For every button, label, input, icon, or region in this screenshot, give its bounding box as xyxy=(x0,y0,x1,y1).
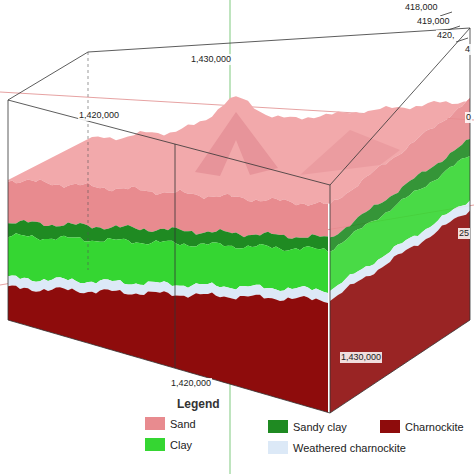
axis-tick: 418,000 xyxy=(404,2,439,13)
legend-item: Weathered charnockite xyxy=(268,441,406,454)
frame-edge xyxy=(8,100,330,185)
legend-swatch xyxy=(145,417,165,430)
side-layer xyxy=(330,210,470,413)
legend-item: Charnockite xyxy=(380,420,464,433)
axis-tick: 4 xyxy=(464,44,471,55)
axis-tick: 419,000 xyxy=(416,16,451,27)
legend-item: Clay xyxy=(145,438,192,451)
axis-tick: 1,430,000 xyxy=(190,54,232,65)
frame-edge xyxy=(330,28,470,185)
legend-item: Sand xyxy=(145,417,196,430)
frame-edge xyxy=(8,52,88,100)
axis-tick: 0 xyxy=(465,112,472,123)
axis-tick: 1,430,000 xyxy=(340,352,382,363)
legend-swatch xyxy=(268,420,288,433)
axis-tick: 420, xyxy=(436,30,456,41)
tick-mark xyxy=(456,38,468,42)
frame-edge xyxy=(8,100,9,320)
frame-edge xyxy=(8,320,330,413)
frame-edge xyxy=(330,320,470,413)
legend-text: Clay xyxy=(170,439,192,451)
legend-title: Legend xyxy=(176,399,221,410)
legend-swatch xyxy=(268,441,288,454)
legend-text: Weathered charnockite xyxy=(293,442,406,454)
legend-text: Sand xyxy=(170,418,196,430)
legend-text: Sandy clay xyxy=(293,421,347,433)
legend-swatch xyxy=(380,420,400,433)
frame-edge xyxy=(175,144,176,368)
terrain-ridge xyxy=(195,112,278,176)
front-layer xyxy=(8,286,328,413)
axis-tick: 25 xyxy=(458,228,470,239)
legend-item: Sandy clay xyxy=(268,420,347,433)
legend-swatch xyxy=(145,438,165,451)
frame-edge xyxy=(88,28,470,52)
frame-edge xyxy=(88,52,89,270)
axis-tick: 1,420,000 xyxy=(78,110,120,121)
axis-tick: 1,420,000 xyxy=(170,378,212,389)
legend-text: Charnockite xyxy=(405,421,464,433)
frame-edge xyxy=(330,185,331,413)
frame-edge xyxy=(470,28,471,320)
